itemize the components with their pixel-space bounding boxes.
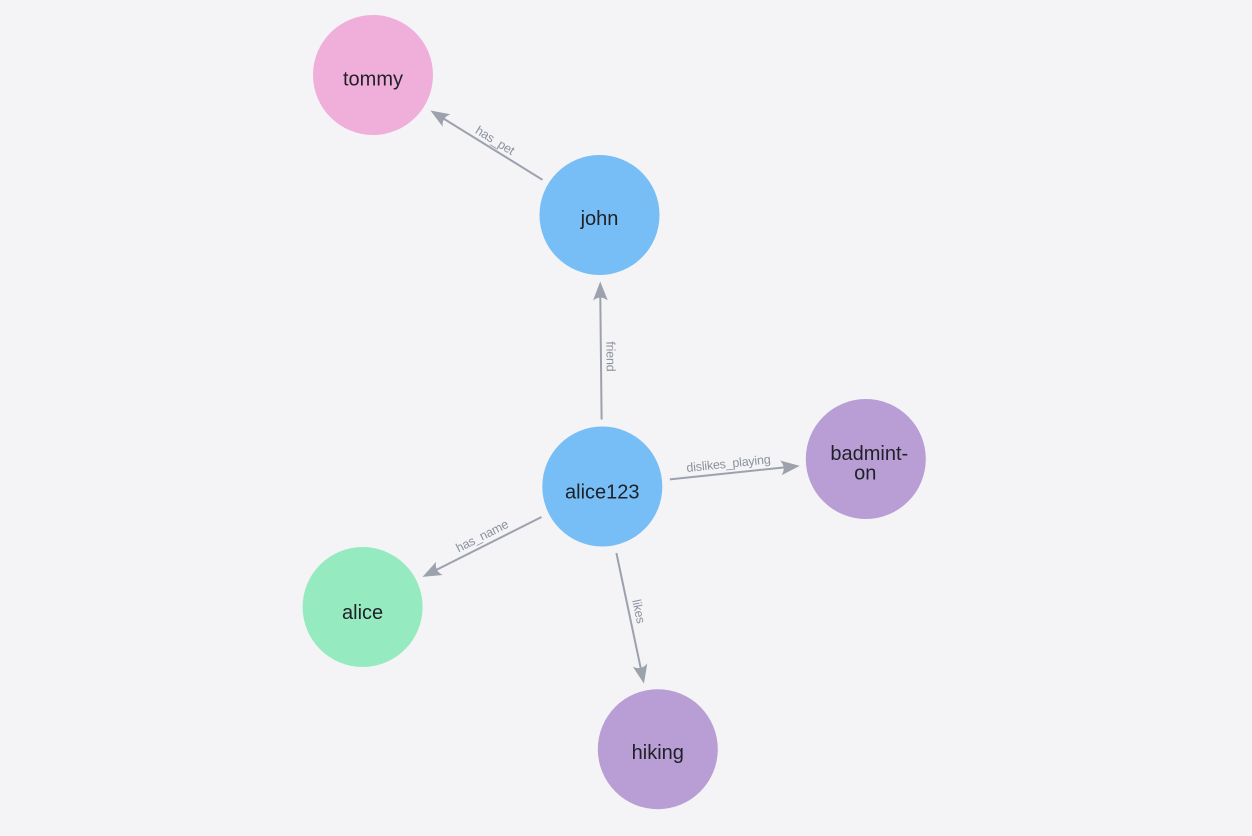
svg-text:likes: likes <box>629 598 648 624</box>
svg-text:dislikes_playing: dislikes_playing <box>686 452 772 475</box>
svg-text:on: on <box>854 463 876 485</box>
svg-text:hiking: hiking <box>632 742 684 764</box>
svg-text:tommy: tommy <box>343 69 403 91</box>
svg-text:badmint-: badmint- <box>830 443 908 465</box>
svg-text:john: john <box>580 208 619 230</box>
svg-text:friend: friend <box>603 341 617 371</box>
svg-text:alice123: alice123 <box>565 481 640 503</box>
svg-text:alice: alice <box>342 602 383 624</box>
